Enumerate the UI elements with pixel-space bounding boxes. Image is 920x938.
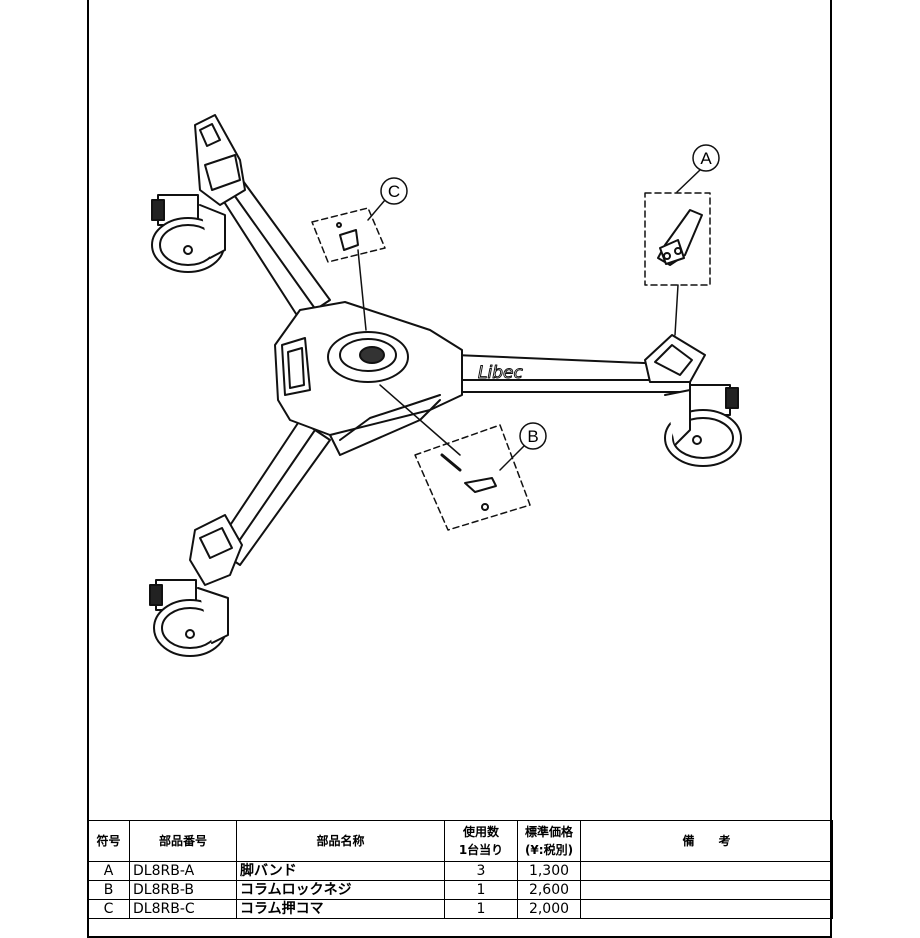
row-remarks bbox=[580, 880, 833, 900]
row-part-number: DL8RB-C bbox=[129, 899, 237, 919]
callout-a-label: A bbox=[700, 149, 712, 168]
caster-right bbox=[664, 384, 742, 467]
exploded-part-b: B bbox=[414, 422, 547, 531]
parts-table-header: 符号 部品番号 部品名称 使用数 1台当り 標準価格 (¥:税別) 備 考 bbox=[87, 820, 833, 862]
row-part-number: DL8RB-B bbox=[129, 880, 237, 900]
row-part-name: コラム押コマ bbox=[236, 899, 445, 919]
callout-b bbox=[519, 422, 547, 450]
leg-lower-left bbox=[149, 419, 331, 657]
row-symbol: C bbox=[87, 899, 130, 919]
row-part-number: DL8RB-A bbox=[129, 861, 237, 881]
row-part-name: コラムロックネジ bbox=[236, 880, 445, 900]
header-part-number: 部品番号 bbox=[129, 820, 237, 862]
caster-lower-left bbox=[149, 579, 229, 657]
table-row: C DL8RB-C コラム押コマ 1 2,000 bbox=[87, 899, 833, 919]
row-price: 2,600 bbox=[517, 880, 581, 900]
row-price: 2,000 bbox=[517, 899, 581, 919]
callout-a bbox=[692, 144, 720, 172]
header-price: 標準価格 (¥:税別) bbox=[517, 820, 581, 862]
exploded-part-a: A bbox=[644, 144, 720, 336]
header-part-name: 部品名称 bbox=[236, 820, 445, 862]
row-part-name: 脚バンド bbox=[236, 861, 445, 881]
parts-table: 符号 部品番号 部品名称 使用数 1台当り 標準価格 (¥:税別) 備 考 A … bbox=[87, 820, 833, 919]
row-quantity: 1 bbox=[444, 899, 518, 919]
brand-logo: Libec bbox=[478, 363, 523, 383]
dolly-exploded-diagram: Libec A bbox=[149, 114, 742, 657]
row-quantity: 1 bbox=[444, 880, 518, 900]
row-remarks bbox=[580, 861, 833, 881]
callout-b-label: B bbox=[527, 427, 538, 446]
row-remarks bbox=[580, 899, 833, 919]
header-symbol: 符号 bbox=[87, 820, 130, 862]
leg-right: Libec bbox=[454, 334, 742, 467]
center-hub bbox=[274, 301, 463, 456]
caster-upper-left bbox=[151, 194, 226, 273]
row-symbol: B bbox=[87, 880, 130, 900]
leg-upper-left bbox=[151, 114, 331, 321]
exploded-part-c: C bbox=[311, 177, 408, 331]
row-quantity: 3 bbox=[444, 861, 518, 881]
row-symbol: A bbox=[87, 861, 130, 881]
callout-c-label: C bbox=[388, 182, 400, 201]
header-remarks: 備 考 bbox=[580, 820, 833, 862]
table-row: A DL8RB-A 脚バンド 3 1,300 bbox=[87, 861, 833, 881]
row-price: 1,300 bbox=[517, 861, 581, 881]
header-quantity: 使用数 1台当り bbox=[444, 820, 518, 862]
table-row: B DL8RB-B コラムロックネジ 1 2,600 bbox=[87, 880, 833, 900]
callout-c bbox=[380, 177, 408, 205]
